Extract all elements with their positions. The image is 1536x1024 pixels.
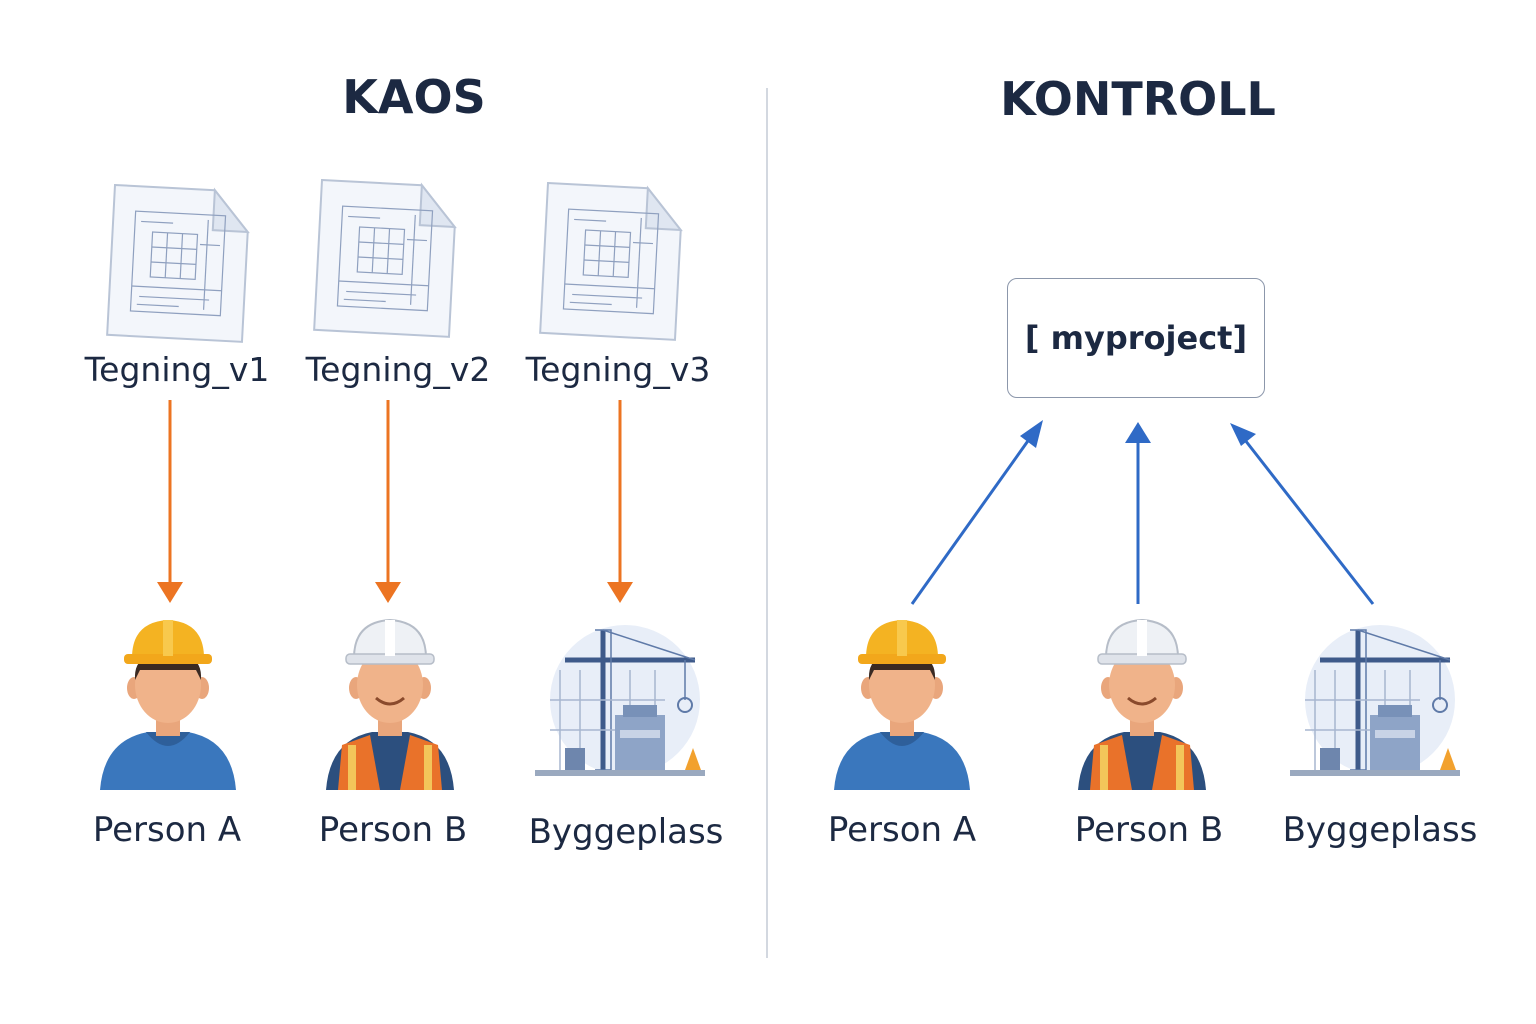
recipient-label-person-b: Person B: [318, 810, 468, 850]
worker-white-helmet-vest-icon: [324, 618, 456, 792]
kaos-title: KAOS: [342, 70, 486, 124]
recipient-label-person-a: Person A: [827, 810, 977, 850]
right-arrows: [910, 420, 1375, 605]
worker-yellow-helmet-icon: [834, 620, 970, 790]
project-box: [ myproject]: [1007, 278, 1265, 398]
recipient-label-person-b: Person B: [1074, 810, 1224, 850]
recipient-label-byggeplass: Byggeplass: [1282, 810, 1478, 850]
construction-site-icon: [1290, 625, 1460, 776]
worker-yellow-helmet-icon: [100, 620, 236, 790]
doc-tegning-v1-icon: [106, 184, 251, 343]
doc-label-v3: Tegning_v3: [525, 350, 711, 389]
doc-tegning-v3-icon: [539, 182, 684, 341]
recipient-label-byggeplass: Byggeplass: [528, 812, 724, 852]
project-name: [ myproject]: [1024, 319, 1248, 357]
doc-label-v2: Tegning_v2: [305, 350, 491, 389]
doc-label-v1: Tegning_v1: [84, 350, 270, 389]
doc-tegning-v2-icon: [313, 179, 458, 338]
panel-divider: [766, 88, 768, 958]
left-arrows: [157, 400, 633, 603]
recipient-label-person-a: Person A: [92, 810, 242, 850]
worker-white-helmet-vest-icon: [1076, 618, 1208, 792]
construction-site-icon: [535, 625, 705, 776]
kontroll-title: KONTROLL: [1000, 72, 1276, 126]
